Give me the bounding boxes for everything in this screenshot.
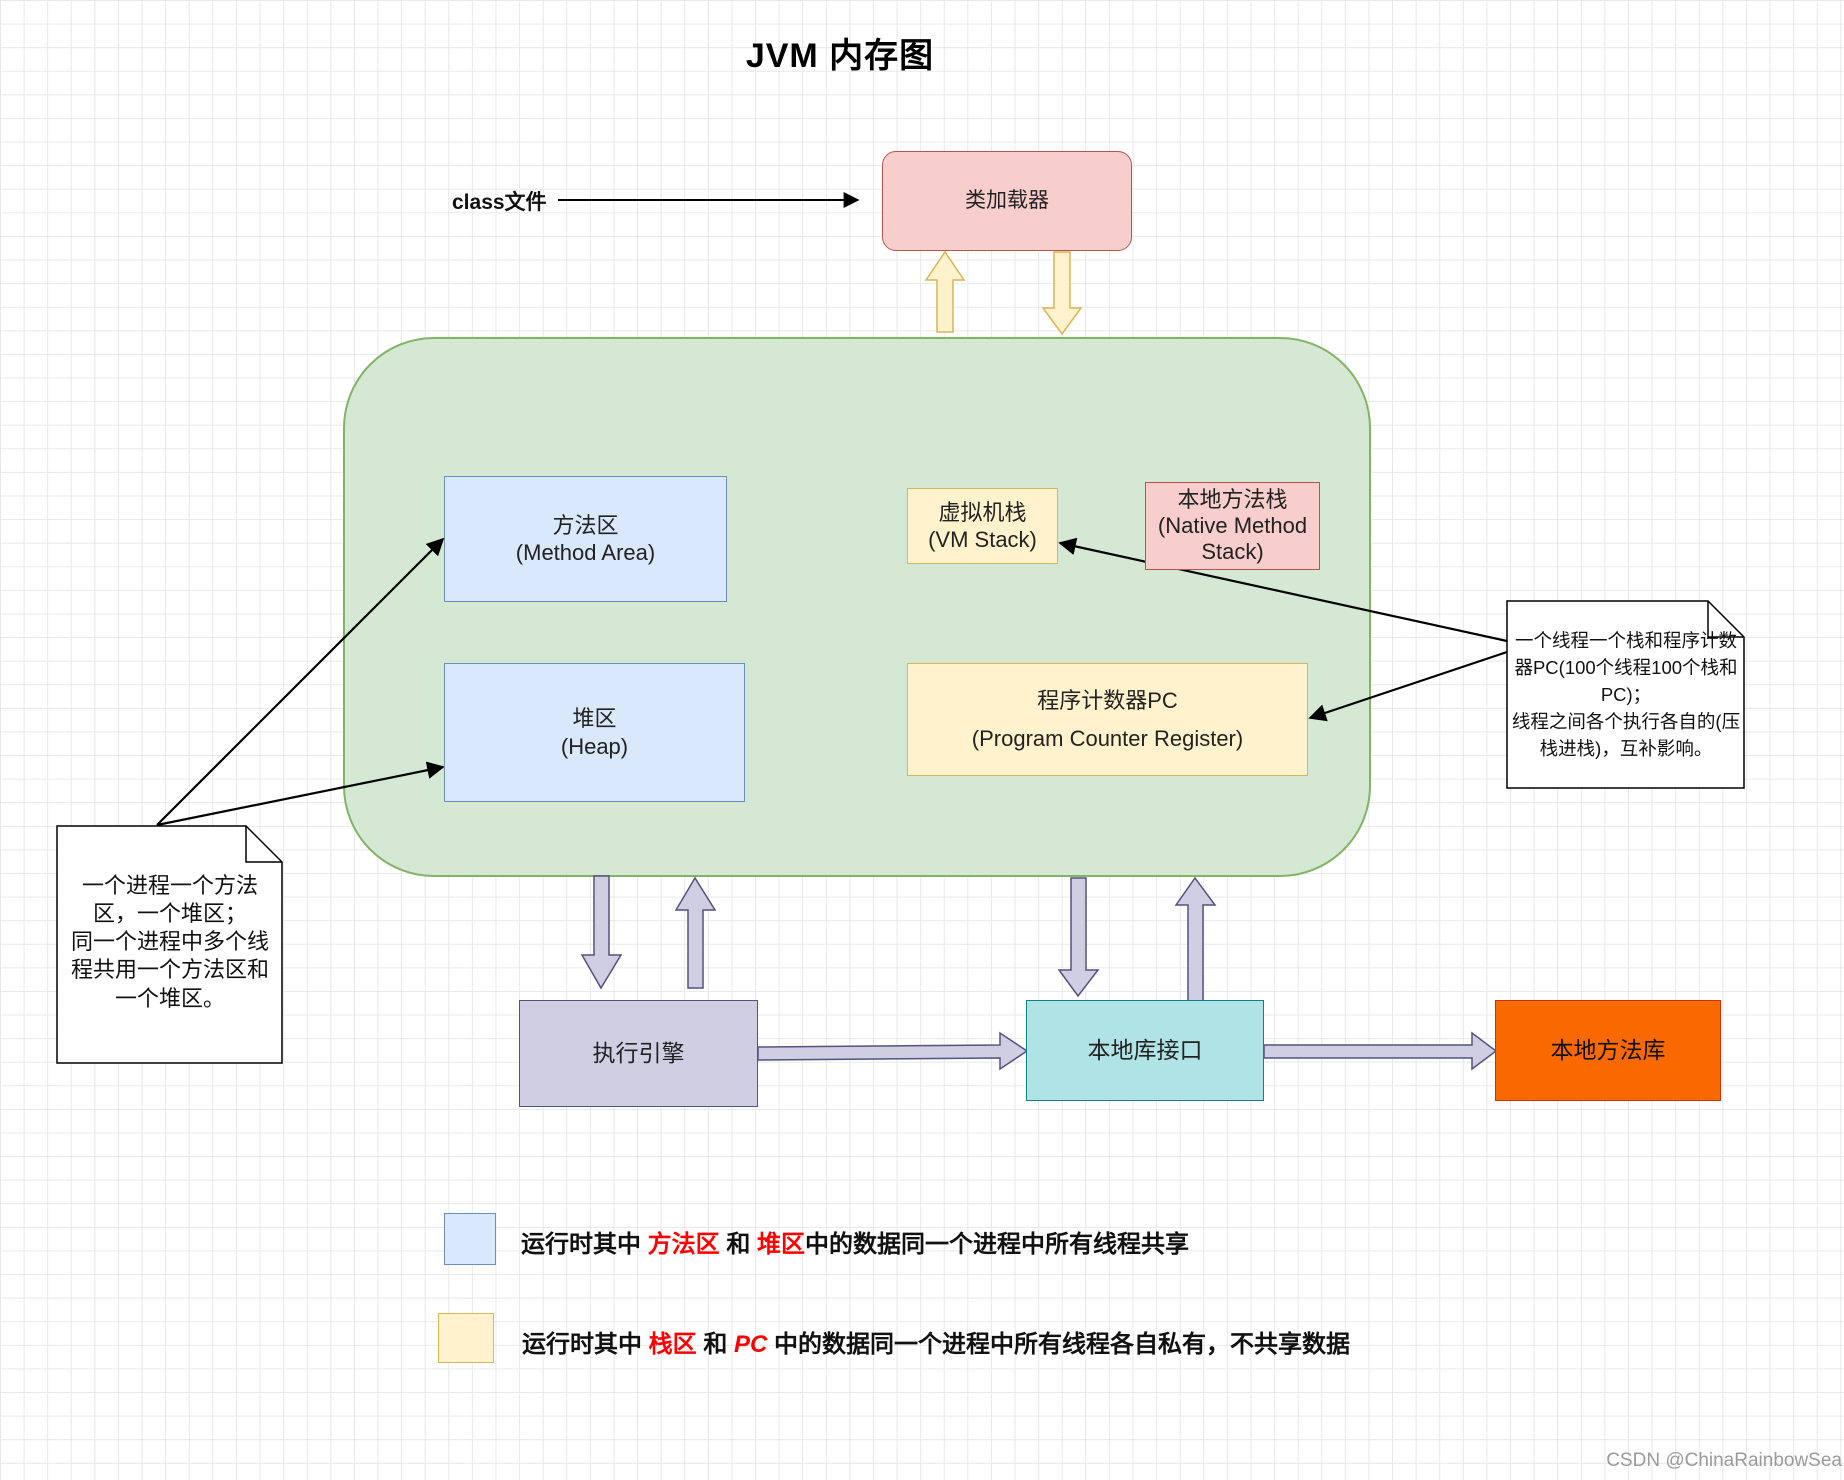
engine-down-arrow <box>580 875 623 990</box>
native-method-stack-title: 本地方法栈 <box>1177 487 1288 513</box>
right-note-line: 一个线程一个栈和程序计数 <box>1514 630 1737 651</box>
loader-up-arrow <box>924 250 966 333</box>
legend-shared-text: 运行时其中 方法区 和 堆区中的数据同一个进程中所有线程共享 <box>521 1224 1241 1258</box>
vm-stack-box: 虚拟机栈 (VM Stack) <box>907 488 1058 564</box>
native-interface-box: 本地库接口 <box>1026 1000 1264 1101</box>
legend-private-stack: 栈区 <box>648 1331 697 1358</box>
left-note-line: 区，一个堆区； <box>92 901 247 927</box>
legend-private-suffix: 中的数据同一个进程中所有线程各自私有，不共享数据 <box>767 1331 1351 1358</box>
heap-subtitle: (Heap) <box>560 733 629 759</box>
native-library-label: 本地方法库 <box>1550 1037 1666 1064</box>
left-note-shape <box>56 825 283 1064</box>
note-to-pc-arrow <box>1308 650 1508 722</box>
interface-down-arrow <box>1057 877 1100 998</box>
note-to-heap-arrow <box>156 761 445 827</box>
native-interface-label: 本地库接口 <box>1087 1037 1203 1064</box>
execution-engine-label: 执行引擎 <box>592 1040 685 1067</box>
legend-private-text: 运行时其中 栈区 和 PC 中的数据同一个进程中所有线程各自私有，不共享数据 <box>522 1324 1482 1358</box>
class-file-label: class文件 <box>452 191 547 214</box>
diagram-title: JVM 内存图 <box>745 37 935 75</box>
method-area-subtitle: (Method Area) <box>515 540 656 565</box>
left-note-line: 一个进程一个方法 <box>81 873 258 898</box>
native-method-stack-line3: Stack) <box>1201 538 1264 564</box>
native-method-stack-line2: (Native Method <box>1157 513 1308 539</box>
heap-title: 堆区 <box>572 706 617 731</box>
legend-shared-suffix: 中的数据同一个进程中所有线程共享 <box>805 1231 1190 1258</box>
heap-box: 堆区 (Heap) <box>444 663 745 802</box>
left-note-line: 程共用一个方法区和 <box>70 957 269 983</box>
legend-shared-swatch <box>444 1213 496 1265</box>
right-note-line: 器PC(100个线程100个栈和 <box>1514 657 1738 678</box>
right-note-fold <box>1707 601 1744 638</box>
vm-stack-subtitle: (VM Stack) <box>928 527 1037 552</box>
note-to-vm-stack-arrow <box>1058 537 1508 643</box>
class-loader-box: 类加载器 <box>882 151 1132 251</box>
legend-shared-middle: 和 <box>719 1231 758 1258</box>
loader-down-arrow <box>1041 251 1083 336</box>
note-to-method-area-arrow <box>156 537 445 826</box>
method-area-title: 方法区 <box>552 512 619 538</box>
left-note-text: 一个进程一个方法 区，一个堆区； 同一个进程中多个线 程共用一个方法区和 一个堆… <box>60 872 280 1052</box>
legend-shared-method-area: 方法区 <box>647 1231 720 1258</box>
engine-up-arrow <box>674 876 717 989</box>
native-library-box: 本地方法库 <box>1495 1000 1721 1101</box>
watermark: CSDN @ChinaRainbowSea <box>1606 1450 1842 1471</box>
right-note-line: 线程之间各个执行各自的(压 <box>1511 711 1741 732</box>
left-note-line: 一个堆区。 <box>114 985 225 1011</box>
legend-shared-heap: 堆区 <box>757 1231 806 1258</box>
interface-up-arrow <box>1174 876 1217 1002</box>
execution-engine-box: 执行引擎 <box>519 1000 758 1107</box>
method-area-box: 方法区 (Method Area) <box>444 476 727 602</box>
right-note-line: 栈进栈)，互补影响。 <box>1539 738 1713 759</box>
vm-stack-title: 虚拟机栈 <box>938 499 1027 525</box>
program-counter-box: 程序计数器PC (Program Counter Register) <box>907 663 1308 776</box>
right-note-shape <box>1506 600 1745 789</box>
legend-private-swatch <box>438 1313 494 1363</box>
interface-to-library-arrow <box>1263 1031 1498 1071</box>
left-note-fold <box>245 826 282 863</box>
program-counter-title: 程序计数器PC <box>1037 688 1178 714</box>
legend-shared-prefix: 运行时其中 <box>521 1231 648 1258</box>
native-method-stack-box: 本地方法栈 (Native Method Stack) <box>1145 482 1320 570</box>
engine-to-interface-arrow <box>757 1031 1029 1071</box>
right-note-line: PC)； <box>1600 684 1652 705</box>
left-note-line: 同一个进程中多个线 <box>70 929 269 955</box>
right-note-text: 一个线程一个栈和程序计数 器PC(100个线程100个栈和 PC)； 线程之间各… <box>1508 627 1744 777</box>
legend-private-pc: PC <box>734 1331 768 1358</box>
legend-private-prefix: 运行时其中 <box>522 1331 649 1358</box>
legend-private-middle: 和 <box>696 1331 735 1358</box>
program-counter-subtitle: (Program Counter Register) <box>971 725 1244 751</box>
class-loader-label: 类加载器 <box>965 188 1049 212</box>
